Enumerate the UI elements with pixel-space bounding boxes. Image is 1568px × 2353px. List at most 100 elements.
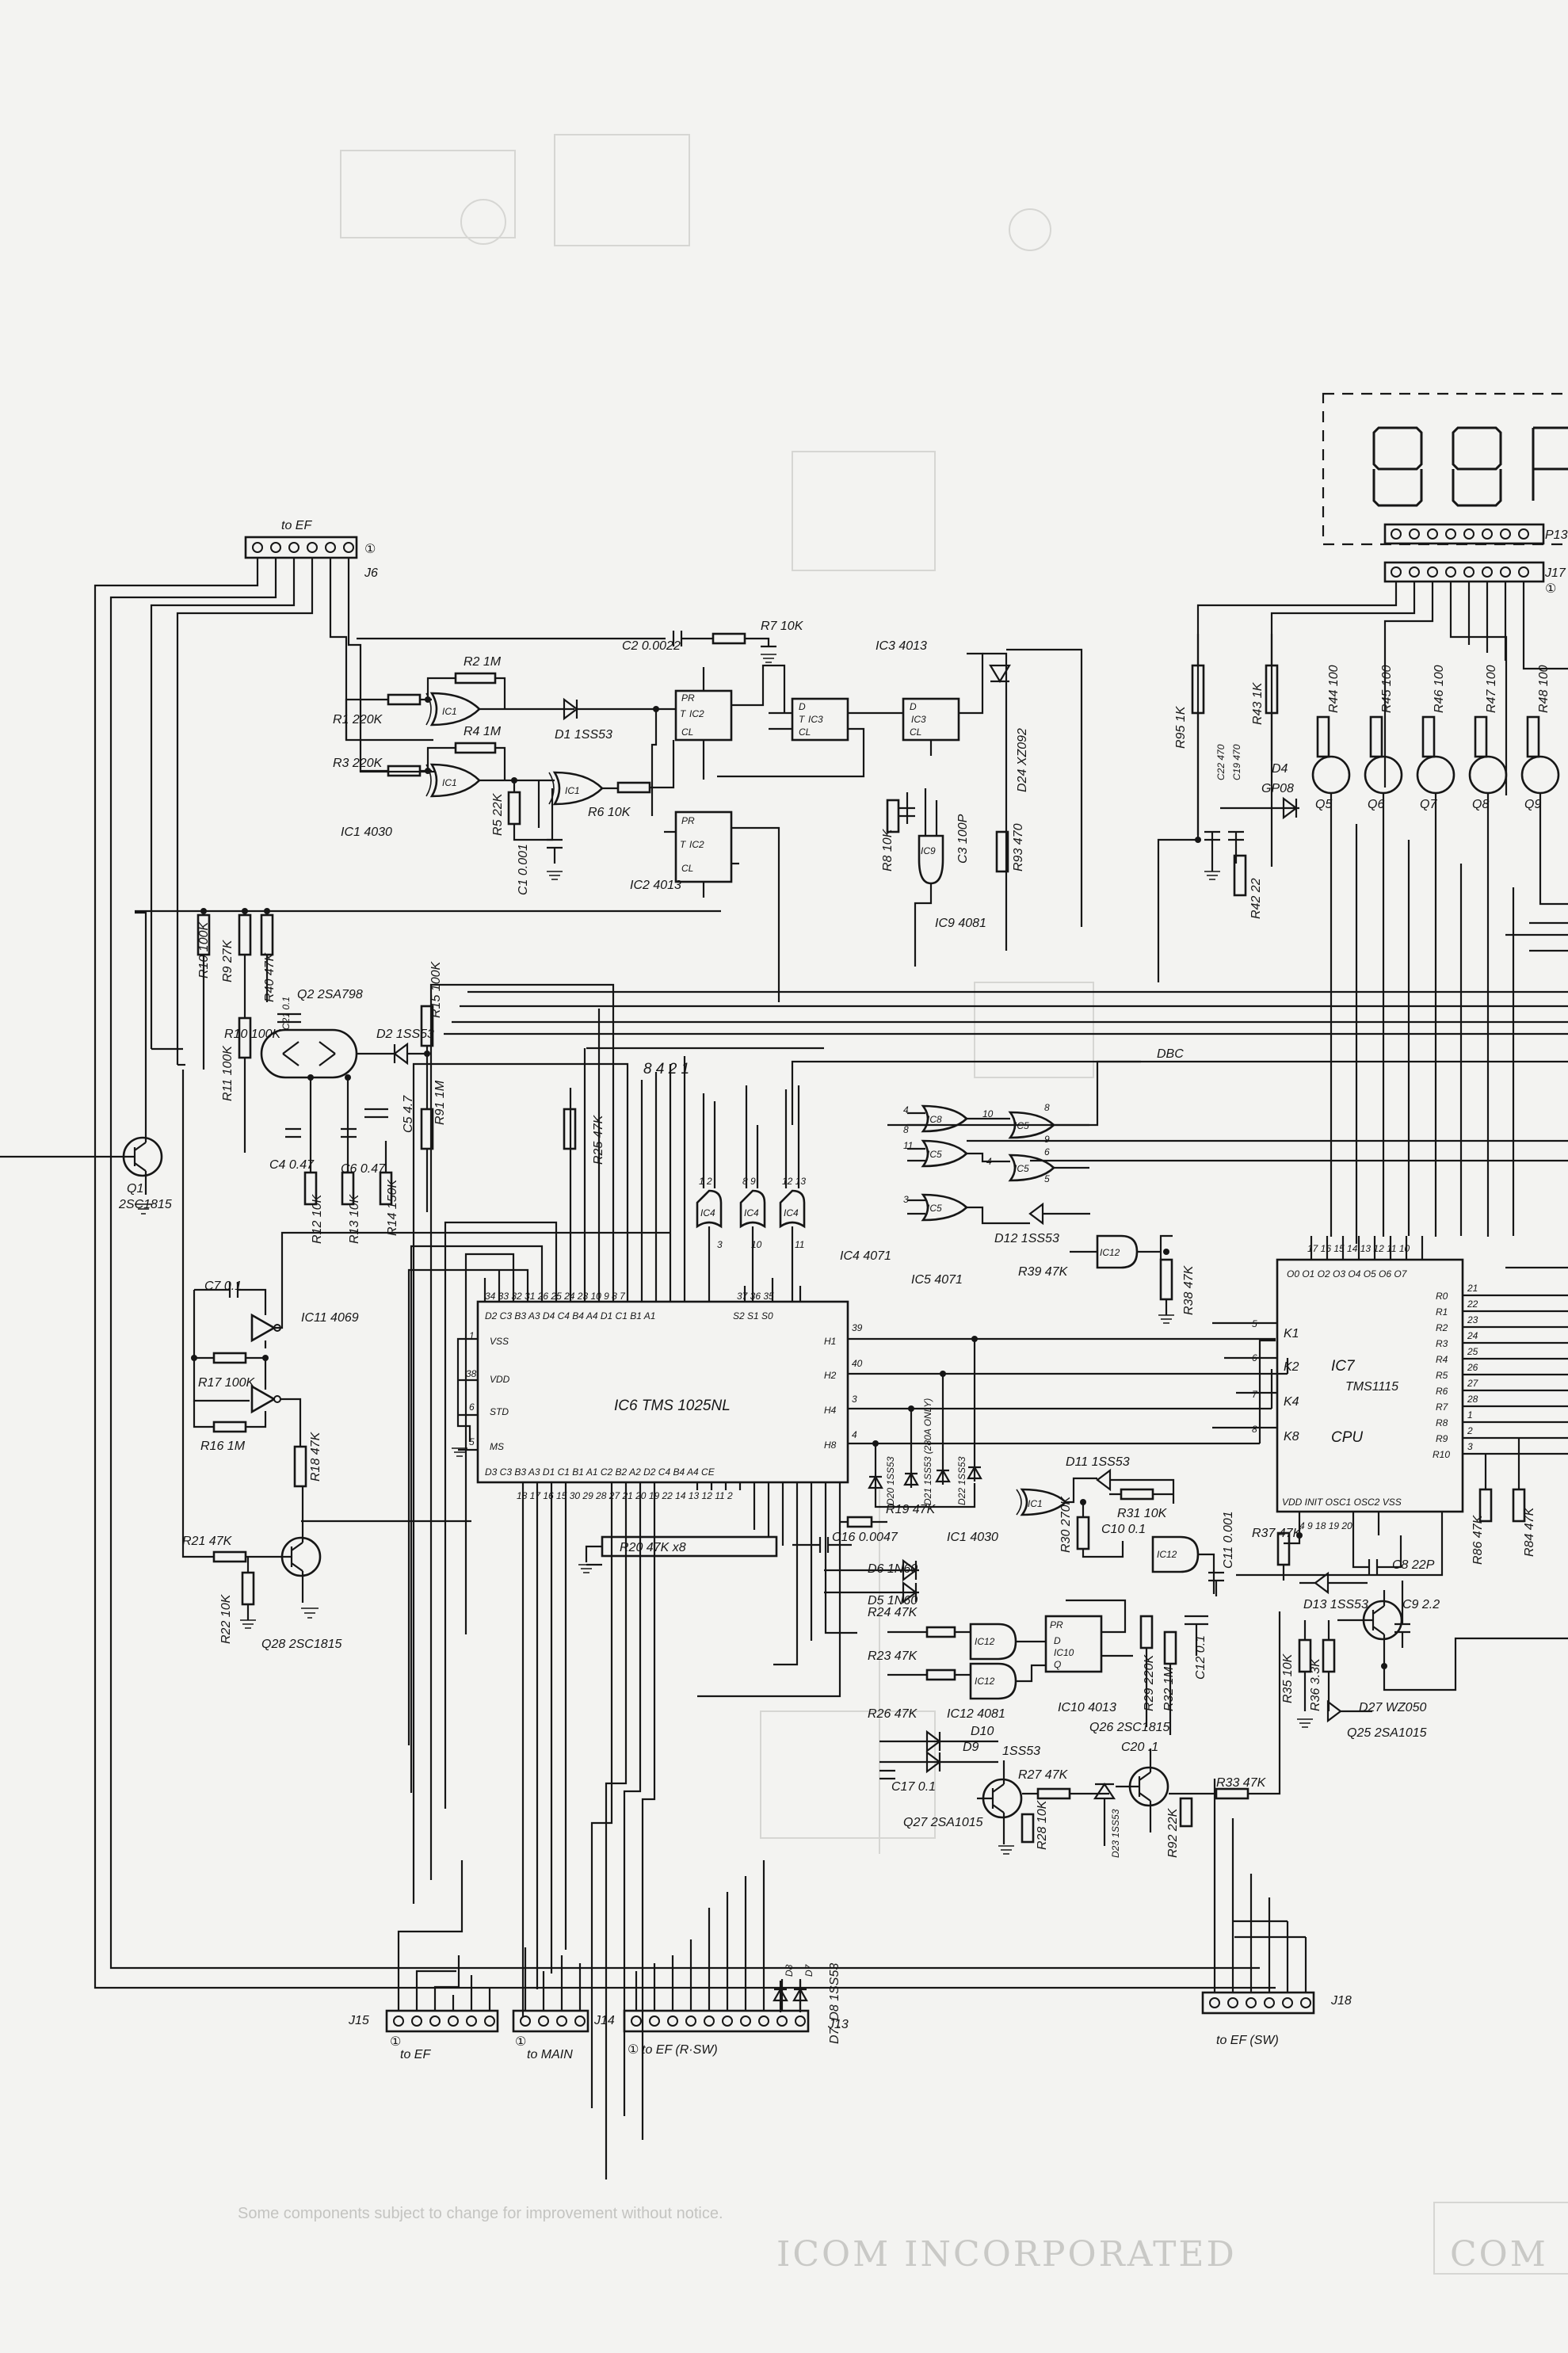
j6-ref: J6: [364, 566, 378, 580]
r14-label: R14 150K: [386, 1179, 399, 1236]
svg-text:7: 7: [1252, 1389, 1258, 1400]
ic1b-label: IC1 4030: [947, 1531, 998, 1544]
svg-text:5: 5: [1044, 1173, 1050, 1184]
r23-label: R23 47K: [868, 1649, 918, 1663]
svg-text:24: 24: [1467, 1330, 1478, 1341]
r1-label: R1 220K: [333, 713, 383, 726]
d4-label: D4: [1272, 762, 1288, 776]
led-display: P13 J17 ①: [1322, 392, 1568, 596]
or-gate-network: IC4 IC4 IC4 1 2 8 9 12 13 3 10 11 IC4 40…: [696, 1085, 1196, 1315]
svg-text:IC1: IC1: [442, 777, 457, 788]
c7-label: C7 0.1: [204, 1279, 242, 1293]
seven-seg-digit-1: [1372, 426, 1423, 507]
svg-text:1 2: 1 2: [699, 1176, 712, 1187]
c19-label: C19 470: [1231, 744, 1242, 780]
q1-label: Q1: [127, 1182, 143, 1196]
r47-label: R47 100: [1485, 665, 1498, 713]
q28-label: Q28 2SC1815: [261, 1638, 342, 1651]
ic2-ic3-flipflops: PR T IC2 CL D T IC3 CL D IC3 CL PR T IC2…: [357, 620, 984, 1002]
ic7-top-names: O0 O1 O2 O3 O4 O5 O6 O7: [1287, 1268, 1408, 1279]
svg-text:IC8: IC8: [927, 1114, 942, 1125]
q9-label: Q9: [1524, 798, 1541, 811]
svg-text:R0: R0: [1436, 1291, 1448, 1302]
j18-title: to EF (SW): [1216, 2034, 1279, 2047]
ic6-sel-names: S2 S1 S0: [733, 1310, 773, 1321]
r30-label: R30 270K: [1059, 1496, 1073, 1553]
r19-label: R19 47K: [886, 1503, 937, 1516]
svg-text:25: 25: [1467, 1346, 1478, 1357]
svg-text:IC1: IC1: [1028, 1498, 1043, 1509]
c17-label: C17 0.1: [891, 1780, 936, 1794]
j18-ref: J18: [1330, 1994, 1352, 2008]
svg-text:MS: MS: [490, 1441, 504, 1452]
c2-label: C2 0.0022: [622, 639, 681, 653]
j15-title: to EF: [400, 2048, 431, 2061]
r8-label: R8 10K: [881, 828, 895, 871]
bleed-through-background: ICOM INCORPORATED COM Some components su…: [238, 134, 1568, 2275]
r38-label: R38 47K: [1182, 1264, 1196, 1315]
ic7-cpu-chip: 17 16 15 14 13 12 11 10 O0 O1 O2 O3 O4 O…: [1212, 1236, 1568, 1577]
r40-label: R40 47K: [263, 951, 277, 1002]
c10-label: C10 0.1: [1101, 1523, 1146, 1536]
d6-label: D6 1N60: [868, 1562, 918, 1576]
ic1-xor-section: IC1 IC1 IC1 R1 220K R3 220K R2 1M R4 1M …: [333, 655, 675, 895]
d7-label: D7: [803, 1963, 815, 1977]
r46-label: R46 100: [1433, 665, 1446, 713]
r7-label: R7 10K: [761, 620, 804, 633]
ic9-part-label: IC9 4081: [935, 917, 986, 930]
svg-text:9: 9: [1044, 1134, 1050, 1145]
d5-label: D5 1N60: [868, 1594, 918, 1607]
ic7-func: CPU: [1331, 1429, 1363, 1446]
j13-pin1: ①: [628, 2043, 639, 2057]
svg-text:IC5: IC5: [1014, 1120, 1029, 1131]
r92-label: R92 22K: [1166, 1807, 1180, 1858]
svg-text:21: 21: [1467, 1283, 1478, 1294]
svg-text:R7: R7: [1436, 1402, 1449, 1413]
r31-label: R31 10K: [1117, 1507, 1168, 1520]
svg-text:R2: R2: [1436, 1322, 1448, 1333]
j14-pin1: ①: [515, 2035, 526, 2049]
d22-label: D22 1SS53: [956, 1456, 967, 1505]
svg-text:IC5: IC5: [927, 1203, 942, 1214]
ic6-sel-pins: 37 36 35: [737, 1291, 774, 1302]
r20-array: R20 47K x8: [585, 1535, 778, 1566]
d9-label: D9: [963, 1741, 979, 1754]
svg-text:1: 1: [469, 1330, 475, 1341]
svg-text:CL: CL: [681, 863, 693, 874]
j14-ref: J14: [593, 2014, 615, 2027]
ic7-bottom-pins: 4 9 18 19 20: [1299, 1520, 1352, 1531]
svg-text:STD: STD: [490, 1406, 509, 1417]
q6-label: Q6: [1368, 798, 1384, 811]
r36-label: R36 3.3K: [1309, 1657, 1322, 1711]
r20-label: R20 47K x8: [620, 1541, 686, 1554]
c16-label: C16 0.0047: [832, 1531, 898, 1544]
q2-oscillator-section: R9 27K R11 100K R10 100K R10 100K R40 47…: [0, 910, 721, 1244]
j6-pin1: ①: [364, 543, 376, 556]
ic1-part-label: IC1 4030: [341, 826, 392, 839]
ic5-label: IC5 4071: [911, 1273, 963, 1287]
seven-seg-digit-3: [1532, 426, 1568, 501]
r9-label: R9 27K: [221, 939, 235, 982]
svg-text:28: 28: [1467, 1394, 1478, 1405]
svg-text:H2: H2: [824, 1370, 837, 1381]
r12-label: R12 10K: [311, 1193, 324, 1244]
d21-label: D21 1SS53 (280A ONLY): [922, 1398, 933, 1505]
svg-text:IC12: IC12: [1157, 1549, 1177, 1560]
ic4-label: IC4 4071: [840, 1249, 891, 1263]
svg-text:CL: CL: [681, 726, 693, 738]
r28-label: R28 10K: [1036, 1799, 1049, 1850]
svg-text:R6: R6: [1436, 1386, 1448, 1397]
d1-label: D1 1SS53: [555, 728, 612, 742]
ic7-r-outputs: R0 R1 R2 R3 R4 R5 R6 R7 R8 R9 R10 21 22 …: [1433, 1283, 1479, 1460]
r86-label: R86 47K: [1471, 1514, 1485, 1565]
p13-label: P13: [1545, 528, 1568, 542]
svg-text:2: 2: [1467, 1425, 1473, 1436]
c3-label: C3 100P: [956, 814, 970, 864]
c8-label: C8 22P: [1392, 1558, 1435, 1572]
svg-text:IC12: IC12: [1100, 1247, 1120, 1258]
svg-text:K4: K4: [1284, 1395, 1299, 1409]
d20-label: D20 1SS53: [885, 1456, 896, 1505]
r27-label: R27 47K: [1018, 1768, 1069, 1782]
svg-text:Q: Q: [1054, 1659, 1061, 1670]
